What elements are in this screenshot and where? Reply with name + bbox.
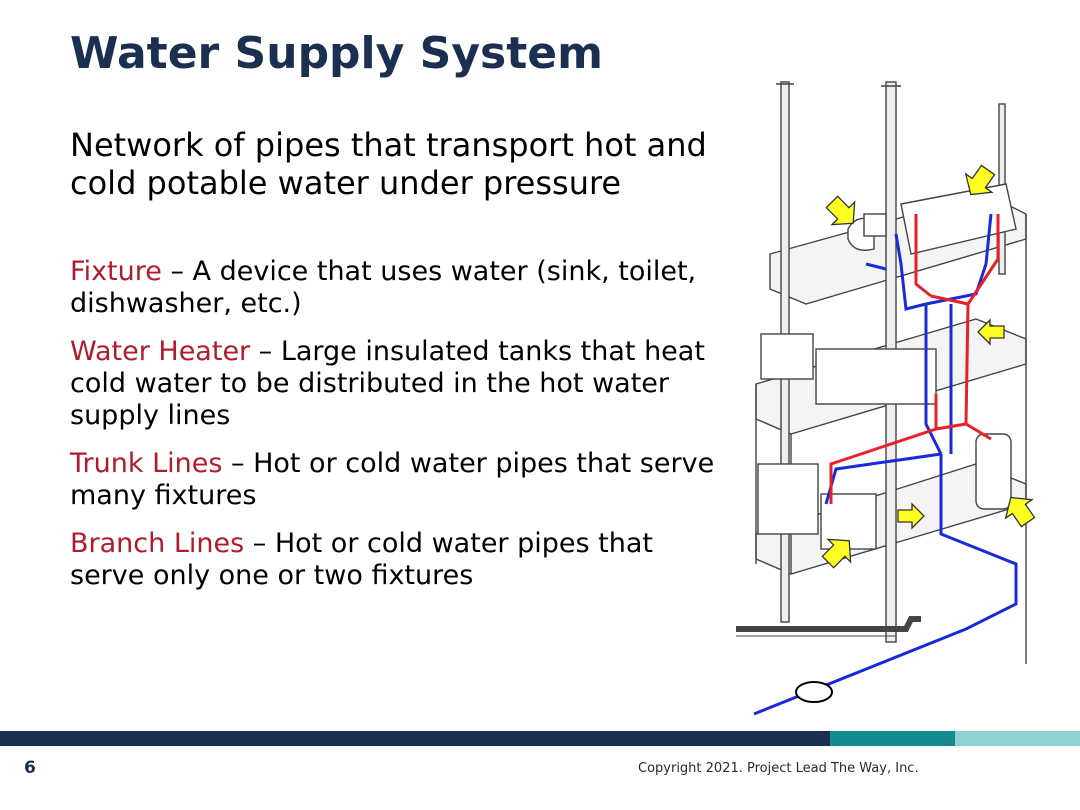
term-label: Water Heater [70,336,251,367]
arrow-icon [821,164,1036,569]
page-number: 6 [24,758,36,778]
definition-trunk-lines: Trunk Lines – Hot or cold water pipes th… [70,448,720,512]
footer-bar-light [955,731,1080,746]
plumbing-illustration [736,81,1036,716]
definition-list: Fixture – A device that uses water (sink… [70,256,720,608]
term-label: Trunk Lines [70,448,223,479]
definition-fixture: Fixture – A device that uses water (sink… [70,256,720,320]
footer-bar-navy [0,731,830,746]
definition-branch-lines: Branch Lines – Hot or cold water pipes t… [70,528,720,592]
slide-title: Water Supply System [70,28,603,79]
term-description: – Large insulated tanks that heat cold w… [70,336,705,431]
definition-water-heater: Water Heater – Large insulated tanks tha… [70,336,720,432]
term-description: – A device that uses water (sink, toilet… [70,256,697,319]
footer-bar-teal [830,731,955,746]
term-label: Branch Lines [70,528,245,559]
term-description: – Hot or cold water pipes that serve man… [70,448,715,511]
term-label: Fixture [70,256,162,287]
term-description: – Hot or cold water pipes that serve onl… [70,528,653,591]
copyright-notice: Copyright 2021. Project Lead The Way, In… [638,761,919,776]
intro-text: Network of pipes that transport hot and … [70,126,707,202]
